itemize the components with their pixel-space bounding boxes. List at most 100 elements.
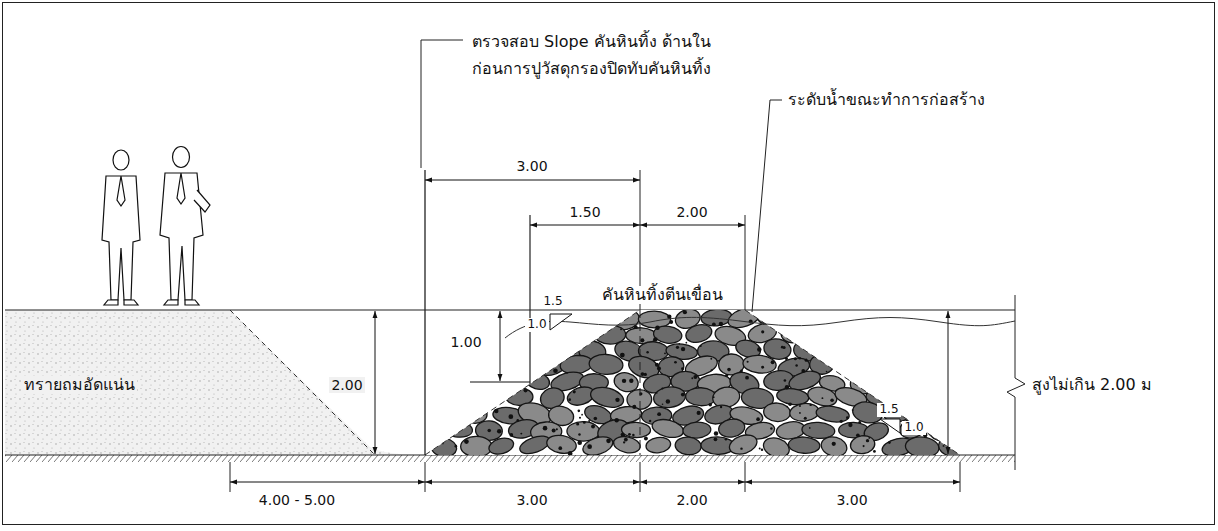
rock-speck xyxy=(482,383,484,385)
rock-speck xyxy=(894,383,896,385)
extension-line xyxy=(424,170,425,455)
rock-speck xyxy=(497,429,501,433)
rock-speck xyxy=(727,368,731,372)
drawing-part xyxy=(194,190,210,212)
rock-speck xyxy=(666,399,670,403)
rock-speck xyxy=(511,329,513,331)
rock-speck xyxy=(799,412,801,414)
rock-speck xyxy=(759,448,761,450)
ground-hatch xyxy=(5,455,1015,462)
rock xyxy=(674,436,702,456)
rock-speck xyxy=(700,345,702,347)
rock xyxy=(763,402,791,422)
rock-speck xyxy=(501,392,503,394)
rock xyxy=(412,356,443,377)
rock-speck xyxy=(583,421,586,424)
rock-speck xyxy=(426,313,429,316)
rock xyxy=(685,387,716,406)
rock-speck xyxy=(864,320,869,325)
rock-speck xyxy=(467,385,471,389)
rock-speck xyxy=(649,420,651,422)
rock-speck xyxy=(714,437,718,441)
rock xyxy=(941,372,973,390)
rock-speck xyxy=(843,316,845,318)
dimension-line xyxy=(948,311,949,454)
rock-speck xyxy=(588,420,590,422)
rock xyxy=(682,421,711,439)
rock-speck xyxy=(553,368,558,373)
rock-speck xyxy=(869,371,874,376)
rock-speck xyxy=(509,375,514,380)
top-level-line xyxy=(5,309,1015,310)
rock-speck xyxy=(467,328,469,330)
rock-speck xyxy=(858,421,861,424)
rock-speck xyxy=(785,385,789,389)
rock-speck xyxy=(578,433,581,436)
material-label: ทรายถมอัดแน่น xyxy=(22,376,137,394)
rock-speck xyxy=(519,369,523,373)
rock-toe-dike xyxy=(395,303,987,460)
rock-speck xyxy=(912,372,916,376)
slope-ratio: 1.0 xyxy=(902,421,925,435)
rock-speck xyxy=(556,428,558,430)
rock-speck xyxy=(624,438,628,442)
rock-speck xyxy=(476,350,478,352)
rock xyxy=(525,340,551,359)
rock-speck xyxy=(907,394,909,396)
rock-speck xyxy=(916,353,921,358)
rock-speck xyxy=(958,334,961,337)
rock xyxy=(418,420,449,444)
rock xyxy=(547,310,581,329)
rock xyxy=(898,320,929,346)
rock xyxy=(471,358,505,376)
rock-speck xyxy=(809,404,811,406)
rock xyxy=(432,401,461,425)
rock-speck xyxy=(568,398,571,401)
rock xyxy=(838,326,866,343)
rock-speck xyxy=(578,410,581,413)
rock-speck xyxy=(747,361,749,363)
rock xyxy=(941,339,974,361)
rock-speck xyxy=(914,352,917,355)
rock-speck xyxy=(929,414,932,417)
rock-speck xyxy=(552,428,556,432)
rock-speck xyxy=(632,405,636,409)
dimension-label: 3.00 xyxy=(514,158,549,174)
rock xyxy=(956,356,987,378)
rock-speck xyxy=(662,403,664,405)
break-line xyxy=(1007,295,1025,470)
rock-speck xyxy=(655,363,659,367)
rock xyxy=(413,320,447,346)
rock-speck xyxy=(794,357,797,360)
rock-speck xyxy=(697,411,701,415)
rock-speck xyxy=(447,319,450,322)
rock-speck xyxy=(520,433,522,435)
rock-speck xyxy=(621,433,625,437)
rock-speck xyxy=(799,405,801,407)
rock-speck xyxy=(795,364,798,367)
rock-speck xyxy=(866,439,869,442)
rock xyxy=(400,305,433,330)
rock-speck xyxy=(719,322,723,326)
dimension-line xyxy=(745,482,960,483)
rock-speck xyxy=(873,450,876,453)
dimension-line xyxy=(375,311,376,454)
dimension-label: 1.00 xyxy=(448,334,483,350)
rock-speck xyxy=(443,379,445,381)
rock-speck xyxy=(710,358,712,360)
rock-speck xyxy=(522,331,526,335)
slope-ratio: 1.0 xyxy=(525,318,548,332)
rock xyxy=(428,304,464,330)
rock-speck xyxy=(812,344,815,347)
rock-speck xyxy=(785,357,788,360)
rock xyxy=(818,305,853,333)
rock xyxy=(870,322,897,345)
person-figure xyxy=(102,150,140,305)
rock xyxy=(652,385,686,409)
rock-speck xyxy=(851,355,856,360)
slope-symbol xyxy=(550,314,572,330)
dimension-line xyxy=(230,482,425,483)
rock xyxy=(428,371,462,391)
rock-speck xyxy=(895,318,897,320)
rock-speck xyxy=(784,379,787,382)
